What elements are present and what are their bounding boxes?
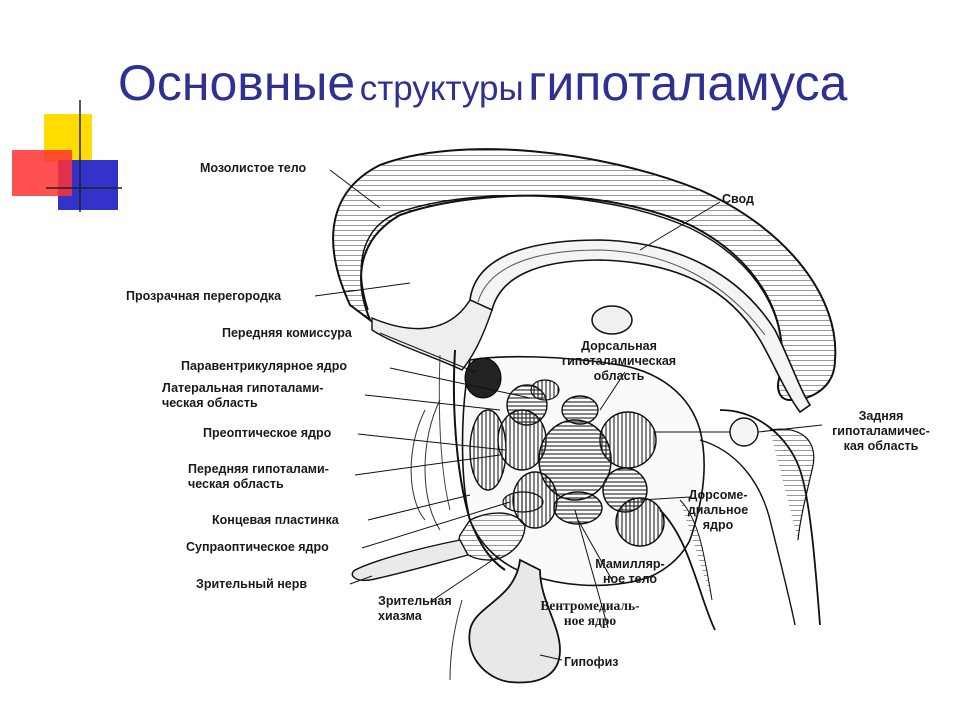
- supraoptic-nucleus-shape: [502, 491, 544, 513]
- fornix-shape: [469, 239, 812, 414]
- label-paraventricular: Паравентрикулярное ядро: [181, 359, 348, 373]
- paraventricular-nucleus-shape: [530, 379, 560, 401]
- title-word-2: структуры: [359, 69, 524, 108]
- label-anterior-commissure: Передняя комиссура: [222, 326, 352, 340]
- label-dorsal-area: Дорсальная гипоталамическая область: [561, 339, 677, 383]
- label-preoptic: Преоптическое ядро: [203, 426, 332, 440]
- leader-lines: [314, 169, 823, 661]
- label-optic-nerve: Зрительный нерв: [196, 577, 308, 591]
- label-supraoptic: Супраоптическое ядро: [186, 540, 329, 554]
- mamillary-body-shape: [615, 497, 665, 547]
- label-dorsomedial: Дорсоме- диальное ядро: [687, 488, 749, 532]
- label-fornix: Свод: [722, 192, 754, 206]
- label-ventromedial: Вентромедиаль- ное ядро: [540, 598, 640, 628]
- label-mamillary: Мамилляр- ное тело: [595, 557, 665, 586]
- label-septum: Прозрачная перегородка: [126, 289, 282, 303]
- label-posterior-area: Задняя гипоталамичес- кая область: [832, 409, 930, 453]
- label-lateral-area: Латеральная гипоталами- ческая область: [162, 381, 324, 410]
- pituitary-shape: [468, 558, 561, 684]
- label-anterior-area: Передняя гипоталами- ческая область: [188, 462, 329, 491]
- anterior-commissure-shape: [464, 357, 502, 399]
- posterior-area-shape: [729, 417, 759, 447]
- title-word-1: Основные: [118, 55, 356, 111]
- septum-shape: [371, 299, 493, 371]
- decorative-squares: [12, 100, 122, 212]
- label-pituitary: Гипофиз: [564, 655, 619, 669]
- ventromedial-nucleus-shape: [553, 491, 603, 525]
- label-lamina-terminalis: Концевая пластинка: [212, 513, 339, 527]
- label-optic-chiasm: Зрительная хиазма: [378, 594, 452, 623]
- title-word-3: гипоталамуса: [528, 55, 848, 111]
- slide-title: Основные структуры гипоталамуса: [118, 58, 948, 108]
- optic-nerve-shape: [351, 539, 470, 582]
- label-corpus-callosum: Мозолистое тело: [200, 161, 307, 175]
